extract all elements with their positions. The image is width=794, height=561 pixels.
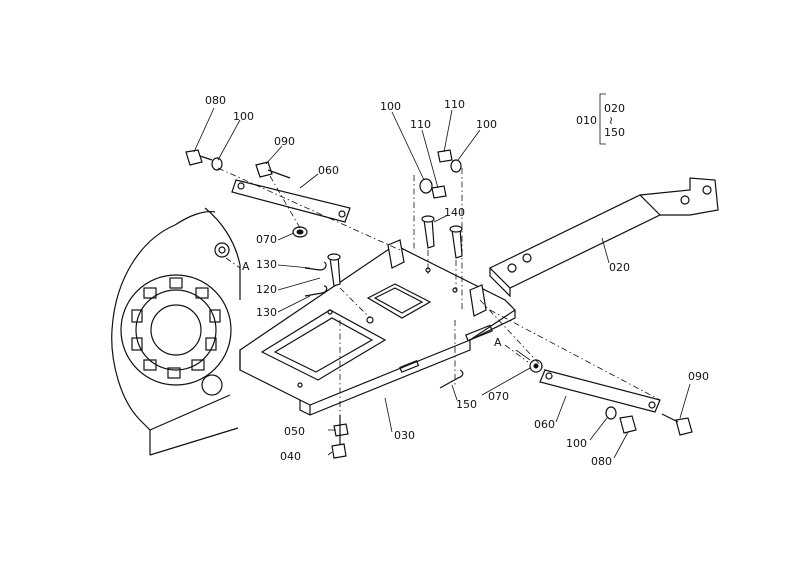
upper-strap bbox=[231, 179, 351, 223]
label-030: 030 bbox=[394, 429, 415, 442]
label-110-a: 110 bbox=[410, 118, 431, 131]
label-080-bottom: 080 bbox=[591, 455, 612, 468]
flywheel-windows bbox=[131, 277, 221, 379]
label-ref-a-left: A bbox=[242, 260, 250, 273]
label-050: 050 bbox=[284, 425, 305, 438]
label-090-bottom: 090 bbox=[688, 370, 709, 383]
label-040: 040 bbox=[280, 450, 301, 463]
label-060-bottom: 060 bbox=[534, 418, 555, 431]
label-110-b: 110 bbox=[444, 98, 465, 111]
label-range-sep: ≀ bbox=[609, 114, 613, 127]
label-060-top: 060 bbox=[318, 164, 339, 177]
label-020: 020 bbox=[609, 261, 630, 274]
label-100-top-right: 100 bbox=[476, 118, 497, 131]
label-080-top: 080 bbox=[205, 94, 226, 107]
part-labels: 080 100 090 060 070 A 130 120 130 100 11… bbox=[205, 94, 709, 468]
label-150: 150 bbox=[456, 398, 477, 411]
engine-housing bbox=[111, 207, 241, 456]
base-plate bbox=[239, 239, 516, 416]
label-ref-a-right: A bbox=[494, 336, 502, 349]
label-100-top-mid: 100 bbox=[380, 100, 401, 113]
label-020-range: 020 bbox=[604, 102, 625, 115]
label-070-right: 070 bbox=[488, 390, 509, 403]
leader-lines bbox=[193, 93, 691, 459]
fasteners bbox=[185, 149, 693, 459]
label-130-b: 130 bbox=[256, 306, 277, 319]
label-070-left: 070 bbox=[256, 233, 277, 246]
label-130-a: 130 bbox=[256, 258, 277, 271]
label-150-range: 150 bbox=[604, 126, 625, 139]
label-100-top-left: 100 bbox=[233, 110, 254, 123]
label-010: 010 bbox=[576, 114, 597, 127]
assembly-lines bbox=[217, 167, 661, 420]
label-120: 120 bbox=[256, 283, 277, 296]
label-100-bottom: 100 bbox=[566, 437, 587, 450]
drawbar bbox=[488, 177, 719, 298]
lower-strap bbox=[539, 369, 661, 413]
label-090-top: 090 bbox=[274, 135, 295, 148]
label-140: 140 bbox=[444, 206, 465, 219]
